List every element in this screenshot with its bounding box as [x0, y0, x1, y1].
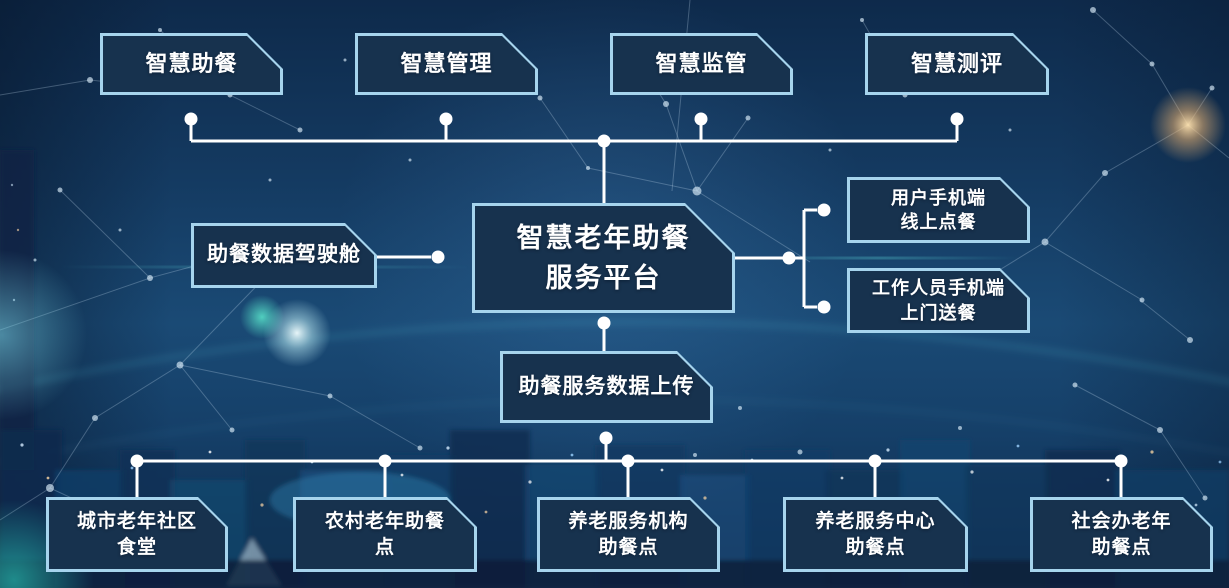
connector-dot — [597, 134, 611, 148]
connector-dot — [694, 112, 708, 126]
connector-dot — [130, 454, 144, 468]
connector-dot — [431, 250, 445, 264]
node-eldercare-institution-dining-point: 养老服务机构 助餐点 — [537, 497, 720, 572]
connector-dot — [817, 203, 831, 217]
connector-dot — [378, 454, 392, 468]
node-eldercare-center-dining-point: 养老服务中心 助餐点 — [783, 497, 968, 572]
node-label: 用户手机端 线上点餐 — [891, 187, 986, 232]
node-label: 智慧助餐 — [145, 51, 238, 77]
node-smart-management: 智慧管理 — [355, 33, 538, 95]
box-fill — [786, 500, 965, 569]
node-label: 智慧测评 — [910, 51, 1003, 77]
right-connector — [735, 203, 831, 314]
connector-dot — [817, 300, 831, 314]
node-urban-community-canteen: 城市老年社区 食堂 — [46, 497, 228, 572]
box-fill — [613, 36, 790, 92]
box-fill — [49, 500, 225, 569]
box-fill — [1033, 500, 1210, 569]
node-label: 智慧管理 — [400, 51, 493, 77]
connector-dot — [184, 112, 198, 126]
connector-dot — [868, 454, 882, 468]
connector-dot — [439, 112, 453, 126]
connector-dot — [597, 316, 611, 330]
node-rural-dining-point: 农村老年助餐 点 — [293, 497, 477, 572]
connector-dot — [599, 431, 613, 445]
connector-dot — [950, 112, 964, 126]
node-label: 智慧老年助餐 服务平台 — [516, 222, 691, 294]
node-label: 工作人员手机端 上门送餐 — [872, 278, 1005, 323]
box-fill — [503, 354, 710, 420]
node-label: 养老服务中心 助餐点 — [815, 510, 936, 558]
node-user-mobile-ordering: 用户手机端 线上点餐 — [847, 177, 1030, 243]
box-fill — [850, 271, 1027, 330]
node-label: 农村老年助餐 点 — [324, 510, 445, 558]
node-label: 养老服务机构 助餐点 — [568, 510, 689, 558]
connector-dot — [782, 251, 796, 265]
node-social-run-dining-point: 社会办老年 助餐点 — [1030, 497, 1213, 572]
connector-dot — [1114, 454, 1128, 468]
box-fill — [358, 36, 535, 92]
node-label: 助餐数据驾驶舱 — [207, 243, 361, 267]
node-staff-mobile-delivery: 工作人员手机端 上门送餐 — [847, 268, 1030, 333]
node-smart-dining: 智慧助餐 — [100, 33, 283, 95]
node-label: 助餐服务数据上传 — [518, 374, 695, 398]
box-fill — [103, 36, 280, 92]
connector-dot — [621, 454, 635, 468]
upload-connector — [597, 316, 611, 351]
node-service-data-upload: 助餐服务数据上传 — [500, 351, 713, 423]
box-fill — [540, 500, 717, 569]
node-smart-evaluation: 智慧测评 — [865, 33, 1049, 95]
node-platform-center: 智慧老年助餐 服务平台 — [472, 203, 735, 313]
left-connector — [377, 250, 445, 264]
node-data-cockpit: 助餐数据驾驶舱 — [191, 223, 377, 288]
node-smart-supervision: 智慧监管 — [610, 33, 793, 95]
bottom-connector — [130, 431, 1128, 497]
box-fill — [475, 206, 732, 310]
box-fill — [194, 226, 374, 285]
node-label: 城市老年社区 食堂 — [76, 510, 197, 558]
node-label: 智慧监管 — [655, 51, 748, 77]
box-fill — [868, 36, 1046, 92]
node-label: 社会办老年 助餐点 — [1071, 510, 1172, 558]
box-fill — [296, 500, 474, 569]
box-fill — [850, 180, 1027, 240]
top-connector — [184, 112, 964, 203]
